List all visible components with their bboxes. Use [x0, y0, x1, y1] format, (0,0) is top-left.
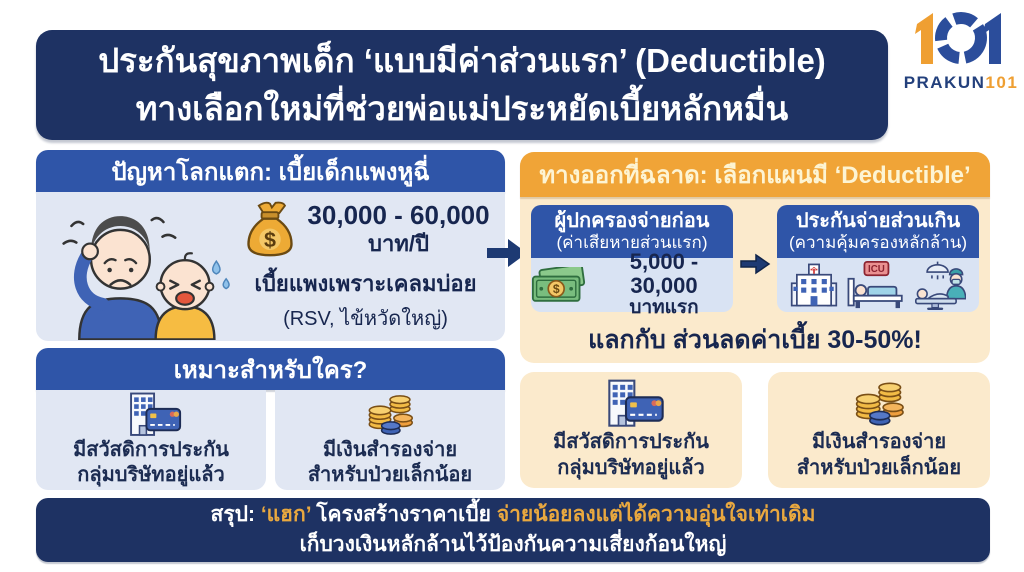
- money-bag-icon: $: [241, 200, 299, 258]
- problem-header: ปัญหาโลกแตก: เบี้ยเด็กแพงหูฉี่: [36, 150, 505, 192]
- problem-info: $ 30,000 - 60,000 บาท/ปี เบี้ยแพงเพราะเค…: [232, 200, 499, 334]
- solution-header: ทางออกที่ฉลาด: เลือกแผนมี ‘Deductible’: [520, 152, 990, 197]
- brand-logo: PRAKUN101: [902, 8, 1020, 93]
- insurer-pays-title: ประกันจ่ายส่วนเกิน: [795, 210, 961, 232]
- who-card-reserve-fund: มีเงินสำรองจ่าย สำหรับป่วยเล็กน้อย: [275, 390, 505, 490]
- card-label: มีสวัสดิการประกัน กลุ่มบริษัทอยู่แล้ว: [73, 439, 229, 486]
- svg-text:$: $: [264, 227, 276, 251]
- page-title-line2: ทางเลือกใหม่ที่ช่วยพ่อแม่ประหยัดเบี้ยหลั…: [135, 90, 789, 127]
- summary-bar: สรุป: ‘แฮก’ โครงสร้างราคาเบี้ย จ่ายน้อยล…: [36, 498, 990, 562]
- benefit-cards: มีสวัสดิการประกัน กลุ่มบริษัทอยู่แล้ว: [520, 372, 990, 488]
- solution-cards: ผู้ปกครองจ่ายก่อน (ค่าเสียหายส่วนแรก) $: [520, 197, 990, 318]
- card-label: มีเงินสำรองจ่าย สำหรับป่วยเล็กน้อย: [307, 439, 473, 486]
- icu-bed-icon: ICU: [846, 260, 906, 309]
- discount-note: แลกกับ ส่วนลดค่าเบี้ย 30-50%!: [588, 325, 922, 354]
- summary-highlight1: ‘แฮก’: [260, 503, 311, 527]
- office-building-card-icon: [118, 392, 184, 438]
- card-label: มีเงินสำรองจ่าย สำหรับป่วยเล็กน้อย: [796, 431, 962, 479]
- coins-icon: [363, 392, 417, 438]
- parent-pays-title: ผู้ปกครองจ่ายก่อน: [554, 210, 710, 232]
- coins-icon: [850, 379, 908, 429]
- deductible-amount: 5,000 - 30,000 บาทแรก: [629, 248, 699, 319]
- summary-highlight2: จ่ายน้อยลงแต่ได้ความอุ่นใจเท่าเดิม: [496, 503, 816, 527]
- premium-reason-detail: (RSV, ไข้หวัดใหญ่): [283, 307, 448, 330]
- problem-panel: ปัญหาโลกแตก: เบี้ยเด็กแพงหูฉี่: [36, 150, 505, 341]
- parent-pays-card: ผู้ปกครองจ่ายก่อน (ค่าเสียหายส่วนแรก) $: [531, 205, 733, 318]
- summary-line1: สรุป: ‘แฮก’ โครงสร้างราคาเบี้ย จ่ายน้อยล…: [36, 500, 990, 530]
- who-header: เหมาะสำหรับใคร?: [36, 348, 505, 390]
- who-panel: เหมาะสำหรับใคร?: [36, 348, 505, 490]
- premium-amount: 30,000 - 60,000: [307, 199, 490, 230]
- svg-text:ICU: ICU: [868, 264, 885, 275]
- solution-panel: ทางออกที่ฉลาด: เลือกแผนมี ‘Deductible’ ผ…: [520, 152, 990, 363]
- who-card-group-insurance: มีสวัสดิการประกัน กลุ่มบริษัทอยู่แล้ว: [36, 390, 266, 490]
- insurer-pays-header: ประกันจ่ายส่วนเกิน (ความคุ้มครองหลักล้าน…: [777, 205, 979, 258]
- who-cards: มีสวัสดิการประกัน กลุ่มบริษัทอยู่แล้ว: [36, 390, 505, 490]
- brand-name-prefix: PRAKUN: [903, 73, 986, 92]
- surgery-icon: [914, 260, 967, 310]
- parent-pays-body: $ 5,000 - 30,000 บาทแรก: [531, 249, 733, 318]
- premium-reason: เบี้ยแพงเพราะเคลมบ่อย: [254, 270, 477, 296]
- svg-text:$: $: [553, 281, 560, 295]
- insurer-pays-subtitle: (ความคุ้มครองหลักล้าน): [788, 233, 968, 252]
- stressed-parent-baby-icon: [46, 200, 232, 341]
- parent-pays-subtitle: (ค่าเสียหายส่วนแรก): [556, 233, 708, 252]
- summary-prefix: สรุป:: [210, 503, 261, 527]
- premium-cost-row: $ 30,000 - 60,000 บาท/ปี: [241, 199, 490, 258]
- hospital-icon: [790, 261, 838, 309]
- premium-cost: 30,000 - 60,000 บาท/ปี: [307, 199, 490, 256]
- benefit-card-group-insurance: มีสวัสดิการประกัน กลุ่มบริษัทอยู่แล้ว: [520, 372, 742, 488]
- summary-middle: โครงสร้างราคาเบี้ย: [310, 503, 497, 527]
- summary-line2: เก็บวงเงินหลักล้านไว้ป้องกันความเสี่ยงก้…: [299, 533, 727, 556]
- brand-name-suffix: 101: [985, 73, 1019, 92]
- page-title-line1: ประกันสุขภาพเด็ก ‘แบบมีค่าส่วนแรก’ (Dedu…: [98, 41, 826, 79]
- premium-unit: บาท/ปี: [368, 230, 429, 256]
- brand-name: PRAKUN101: [902, 73, 1020, 93]
- parent-pays-header: ผู้ปกครองจ่ายก่อน (ค่าเสียหายส่วนแรก): [531, 205, 733, 258]
- benefit-card-reserve-fund: มีเงินสำรองจ่าย สำหรับป่วยเล็กน้อย: [768, 372, 990, 488]
- banknote-icon: $: [531, 263, 587, 303]
- flow-arrow-icon: [485, 237, 529, 269]
- insurer-pays-body: ICU: [777, 257, 979, 312]
- logo-101-icon: [909, 8, 1013, 70]
- handoff-arrow-icon: [739, 253, 771, 275]
- office-building-card-icon: [595, 379, 667, 429]
- problem-body: $ 30,000 - 60,000 บาท/ปี เบี้ยแพงเพราะเค…: [36, 192, 505, 341]
- card-label: มีสวัสดิการประกัน กลุ่มบริษัทอยู่แล้ว: [553, 431, 709, 479]
- insurer-pays-card: ประกันจ่ายส่วนเกิน (ความคุ้มครองหลักล้าน…: [777, 205, 979, 312]
- page-title: ประกันสุขภาพเด็ก ‘แบบมีค่าส่วนแรก’ (Dedu…: [36, 30, 888, 140]
